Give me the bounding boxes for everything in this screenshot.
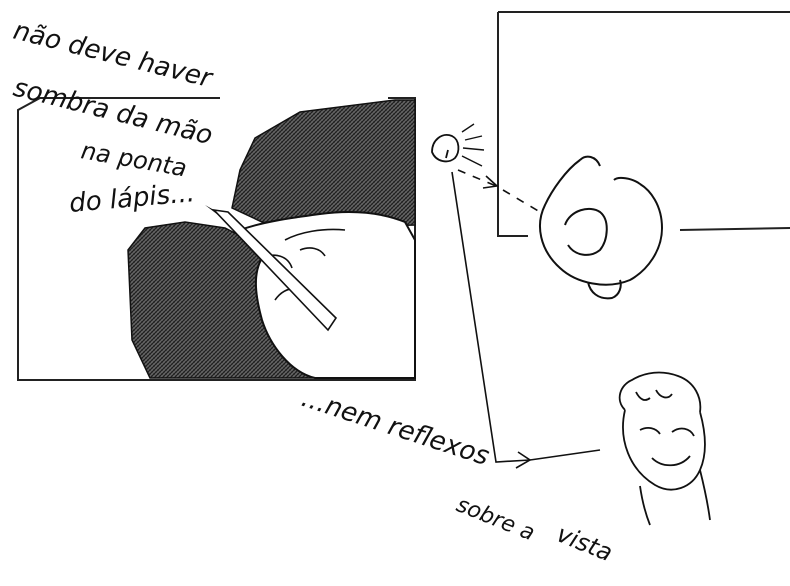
lamp-icon: [432, 135, 458, 161]
face-icon: [620, 373, 710, 525]
paper-shadow-dark: [232, 100, 415, 228]
caption-line-4: do lápis...: [68, 178, 196, 219]
caption-line-3: na ponta: [79, 136, 189, 182]
caption-reflex: ...nem reflexos: [298, 383, 493, 472]
caption-view-2: vista: [553, 520, 617, 568]
caption-view-1: sobre a: [453, 492, 538, 546]
person-top-view: [540, 157, 662, 299]
reflection-scene: [452, 172, 710, 525]
arrow-head: [483, 176, 497, 188]
reflection-line: [452, 172, 600, 462]
desk-scene: [432, 12, 790, 298]
lamp-rays: [462, 124, 484, 166]
hand-drawing-panel: [18, 98, 415, 380]
